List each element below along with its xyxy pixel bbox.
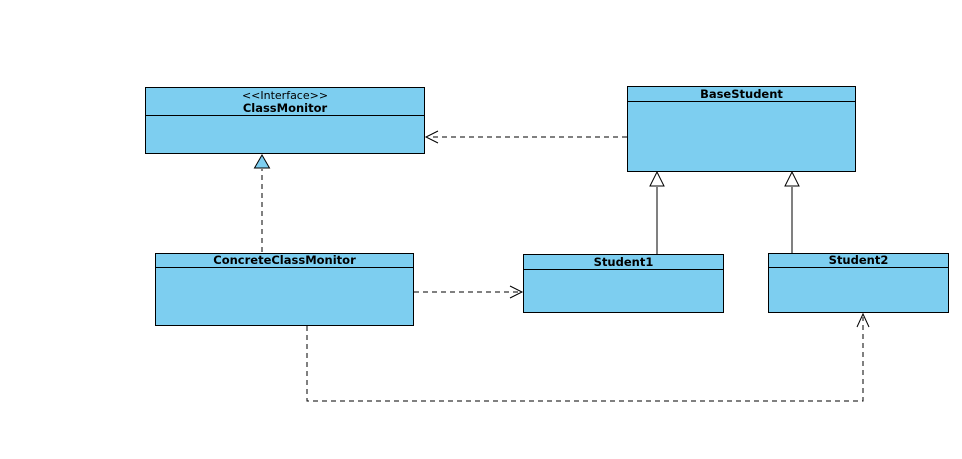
dependency-concreteclassmonitor-to-student2[interactable] bbox=[306, 312, 870, 402]
class-body-student1 bbox=[524, 270, 723, 312]
class-box-basestudent[interactable]: BaseStudent bbox=[627, 86, 856, 172]
class-body-classmonitor bbox=[146, 116, 424, 153]
class-box-concreteclassmonitor[interactable]: ConcreteClassMonitor bbox=[155, 253, 414, 326]
dependency-concreteclassmonitor-to-student1[interactable] bbox=[414, 285, 524, 299]
class-body-concreteclassmonitor bbox=[156, 268, 413, 325]
generalization-student1-to-basestudent[interactable] bbox=[649, 170, 665, 254]
class-header-concreteclassmonitor: ConcreteClassMonitor bbox=[156, 254, 413, 268]
class-header-student2: Student2 bbox=[769, 254, 948, 268]
basestudent-name: BaseStudent bbox=[700, 86, 783, 101]
class-header-classmonitor: <<Interface>> ClassMonitor bbox=[146, 88, 424, 116]
generalization-student2-to-basestudent[interactable] bbox=[784, 170, 800, 253]
class-header-basestudent: BaseStudent bbox=[628, 87, 855, 102]
dependency-basestudent-to-classmonitor[interactable] bbox=[424, 130, 627, 144]
classmonitor-name: ClassMonitor bbox=[242, 100, 328, 115]
class-box-student2[interactable]: Student2 bbox=[768, 253, 949, 313]
class-box-classmonitor[interactable]: <<Interface>> ClassMonitor bbox=[145, 87, 425, 154]
class-body-student2 bbox=[769, 268, 948, 312]
classmonitor-stereotype: <<Interface>> bbox=[241, 88, 329, 102]
concreteclassmonitor-name: ConcreteClassMonitor bbox=[213, 253, 356, 267]
student1-name: Student1 bbox=[593, 254, 654, 269]
realization-concreteclassmonitor-to-classmonitor[interactable] bbox=[253, 153, 271, 252]
class-header-student1: Student1 bbox=[524, 255, 723, 270]
student2-name: Student2 bbox=[828, 253, 889, 267]
class-box-student1[interactable]: Student1 bbox=[523, 254, 724, 313]
class-body-basestudent bbox=[628, 102, 855, 171]
